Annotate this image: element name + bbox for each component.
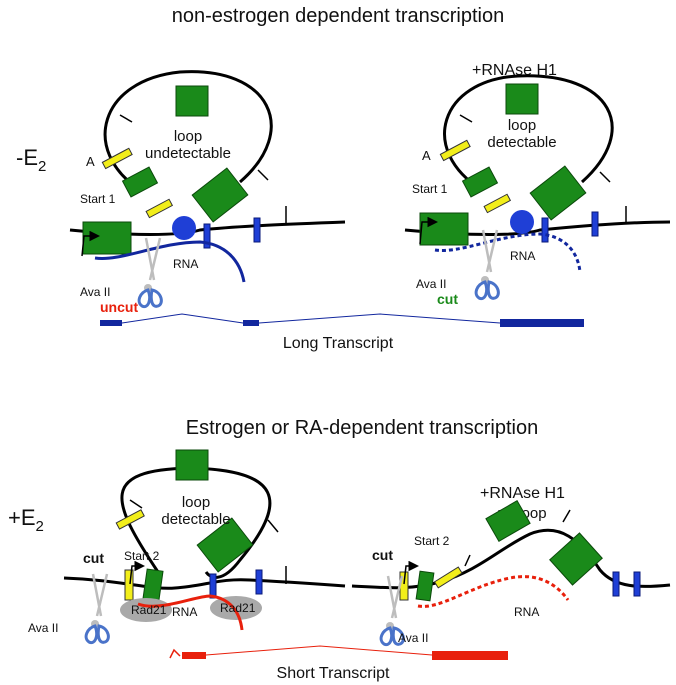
bottom-title: Estrogen or RA-dependent transcription: [186, 417, 538, 439]
top-left-blue-bar-1: [203, 223, 211, 249]
bottom-left-rad21-label-left: Rad21: [131, 603, 167, 617]
top-right-start-arrow: [419, 216, 438, 245]
top-left-blue-bar-2: [253, 217, 261, 243]
top-right-enzyme-label: Ava II: [416, 277, 446, 291]
top-left-rna-line: [94, 240, 246, 283]
bottom-right-start-arrow: [403, 560, 419, 585]
short-transcript: Short Transcript: [169, 645, 508, 682]
bottom-left-start-arrow: [129, 560, 145, 585]
top-right-panel: +RNAse H1 loop detectable A Start 1 RNA …: [404, 62, 671, 307]
bottom-right-blue-bar-1: [612, 571, 620, 597]
top-right-green-box-top: [505, 83, 539, 115]
long-exon-1: [100, 320, 122, 326]
top-right-yellow-b: [483, 193, 512, 214]
bottom-left-loop-label-2: detectable: [161, 511, 230, 528]
top-side-label: -E2: [16, 145, 46, 175]
top-left-loop-label-2: undetectable: [145, 145, 231, 162]
long-transcript: Long Transcript: [100, 313, 584, 352]
scissors-icon: [84, 572, 110, 645]
top-right-yellow-a: [439, 139, 471, 162]
top-right-a-label: A: [422, 148, 431, 163]
bottom-right-rna-label: RNA: [514, 605, 539, 619]
top-right-cut-label: cut: [437, 291, 458, 307]
top-right-rna-label: RNA: [510, 249, 535, 263]
top-right-green-box-start: [419, 212, 469, 246]
bottom-left-rad21-left: [120, 598, 172, 622]
bottom-left-enzyme-label: Ava II: [28, 621, 58, 635]
bottom-right-green-box-right: [549, 532, 603, 586]
top-right-loop: [443, 74, 614, 192]
bottom-left-yellow-start: [124, 569, 134, 601]
top-left-loop-label-1: loop: [174, 128, 202, 145]
bottom-left-panel: loop detectable cut Start 2 Rad21 Rad21 …: [28, 449, 346, 645]
short-exon-2: [432, 651, 508, 660]
scissors-icon: [474, 228, 500, 301]
bottom-left-blue-bar-2: [255, 569, 263, 595]
bottom-right-yellow-a: [433, 566, 463, 589]
bottom-right-enzyme-label: Ava II: [398, 631, 428, 645]
top-left-start-label: Start 1: [80, 192, 116, 206]
short-transcript-label: Short Transcript: [277, 665, 390, 682]
top-left-blue-circle: [172, 216, 196, 240]
bottom-right-panel: +RNAse H1 no loop cut Start 2 RNA Ava II: [351, 485, 671, 647]
bottom-left-rna-label: RNA: [172, 605, 197, 619]
bottom-left-rna-line: [137, 594, 244, 631]
short-exon-1: [182, 652, 206, 659]
bottom-right-cut-label: cut: [372, 547, 393, 563]
top-left-a-label: A: [86, 154, 95, 169]
bottom-left-loop-label-1: loop: [182, 494, 210, 511]
top-left-yellow-a: [101, 147, 133, 170]
bottom-right-blue-bar-2: [633, 571, 641, 597]
top-left-green-box-right: [191, 167, 249, 223]
long-exon-2: [243, 320, 259, 326]
top-left-enzyme-label: Ava II: [80, 285, 110, 299]
top-left-rna-label: RNA: [173, 257, 198, 271]
top-right-green-box-small: [461, 166, 499, 198]
long-transcript-label: Long Transcript: [283, 335, 394, 352]
bottom-left-green-box-start: [142, 568, 164, 602]
bottom-left-green-box-right: [196, 517, 254, 573]
bottom-left-loop: [120, 466, 272, 579]
top-left-green-box-top: [175, 85, 209, 117]
top-right-start-label: Start 1: [412, 182, 448, 196]
bottom-left-rad21-right: [210, 596, 262, 620]
bottom-right-dna: [351, 528, 671, 590]
top-right-loop-label-2: detectable: [487, 134, 556, 151]
bottom-left-yellow-a: [115, 509, 145, 530]
top-left-yellow-b: [145, 198, 174, 219]
top-right-blue-bar-2: [591, 211, 599, 237]
top-left-green-box-small: [121, 166, 159, 198]
bottom-left-rad21-label-right: Rad21: [220, 601, 256, 615]
top-left-loop: [103, 70, 273, 192]
bottom-left-blue-bar-1: [209, 573, 217, 599]
top-right-green-box-right: [529, 165, 587, 221]
top-right-blue-circle: [510, 210, 534, 234]
top-left-uncut-label: uncut: [100, 299, 138, 315]
top-left-panel: loop undetectable A Start 1 RNA Ava II u…: [69, 70, 346, 315]
top-left-green-box-start: [82, 221, 132, 255]
bottom-right-treatment: +RNAse H1: [480, 485, 565, 502]
top-title: non-estrogen dependent transcription: [172, 5, 504, 27]
bottom-side-label: +E2: [8, 505, 44, 535]
bottom-left-cut-label: cut: [83, 550, 104, 566]
bottom-right-green-box-top: [485, 500, 531, 542]
top-right-blue-bar-1: [541, 217, 549, 243]
top-right-rna-line: [434, 232, 582, 273]
bottom-left-start-label: Start 2: [124, 549, 160, 563]
bottom-right-green-box-start: [415, 570, 435, 602]
bottom-right-start-label: Start 2: [414, 534, 450, 548]
top-right-loop-label-1: loop: [508, 117, 536, 134]
long-exon-3: [500, 319, 584, 327]
bottom-left-green-box-top: [175, 449, 209, 481]
top-left-start-arrow: [81, 230, 100, 257]
